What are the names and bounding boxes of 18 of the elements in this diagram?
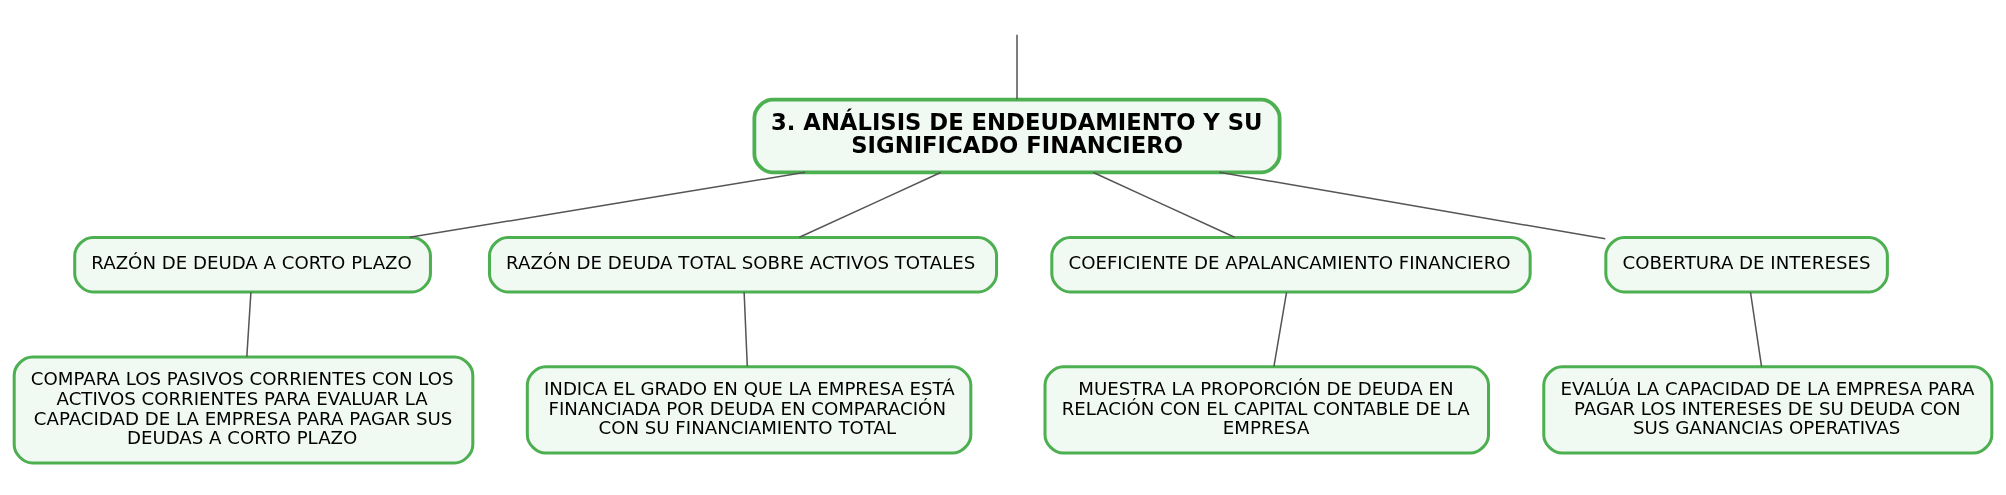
connector xyxy=(1273,291,1288,367)
node-box: EVALÚA LA CAPACIDAD DE LA EMPRESA PARA PAGAR LOS INTERESES DE SU DEUDA CON SUS GANANCIAS OPERATIVAS xyxy=(1542,364,1994,455)
connector xyxy=(1092,171,1236,238)
node-box: COMPARA LOS PASIVOS CORRIENTES CON LOS ACTIVOS CORRIENTES PARA EVALUAR LA CAPACIDAD DE LA EMPRESA PARA PAGAR SUS DEUDAS A CORTO PLAZO xyxy=(12,354,475,464)
connector xyxy=(1749,291,1763,367)
connector xyxy=(798,171,942,238)
node-box: 3. ANÁLISIS DE ENDEUDAMIENTO Y SU SIGNIFICADO FINANCIERO xyxy=(752,97,1282,174)
node-box: RAZÓN DE DEUDA TOTAL SOBRE ACTIVOS TOTALES xyxy=(487,235,999,293)
node-box: COBERTURA DE INTERESES xyxy=(1604,235,1889,293)
connector xyxy=(246,291,252,357)
connector xyxy=(1218,171,1607,240)
node-box: INDICA EL GRADO EN QUE LA EMPRESA ESTÁ FINANCIADA POR DEUDA EN COMPARACIÓN CON SU FINANCIAMIENTO TOTAL xyxy=(525,364,973,455)
node-box: COEFICIENTE DE APALANCAMIENTO FINANCIERO xyxy=(1050,235,1532,293)
node-box: MUESTRA LA PROPORCIÓN DE DEUDA EN RELACIÓN CON EL CAPITAL CONTABLE DE LA EMPRESA xyxy=(1043,364,1491,455)
connector xyxy=(1016,33,1018,100)
node-box: RAZÓN DE DEUDA A CORTO PLAZO xyxy=(73,235,432,293)
connector xyxy=(408,171,806,238)
connector xyxy=(743,291,749,367)
